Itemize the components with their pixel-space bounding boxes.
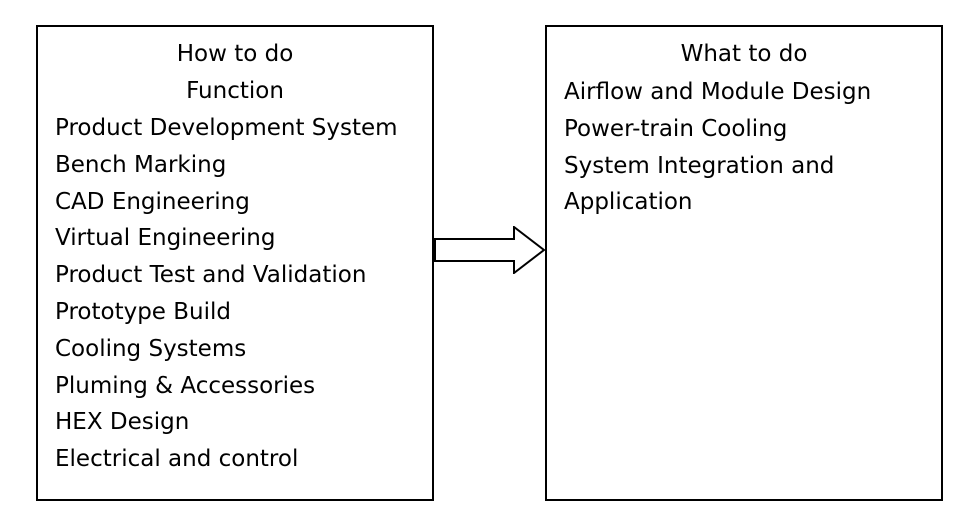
function-item: Product Test and Validation xyxy=(55,262,367,289)
function-item: HEX Design xyxy=(55,409,190,436)
how-to-do-title: How to do xyxy=(176,41,294,67)
function-item: Pluming & Accessories xyxy=(55,372,316,399)
function-item: Bench Marking xyxy=(55,151,227,178)
function-list: Product Development System Bench Marking… xyxy=(55,110,398,478)
function-item: Electrical and control xyxy=(55,446,299,473)
what-list: Airflow and Module Design Power-train Co… xyxy=(564,74,871,221)
function-item: Cooling Systems xyxy=(55,335,247,362)
what-to-do-box: What to do Airflow and Module Design Pow… xyxy=(545,25,943,501)
function-item: Product Development System xyxy=(55,115,398,141)
function-heading: Function xyxy=(186,78,284,104)
how-to-do-box: How to do Function Product Development S… xyxy=(36,25,434,501)
what-item: Airflow and Module Design xyxy=(564,79,872,105)
what-item: Power-train Cooling xyxy=(564,115,788,142)
function-item: Virtual Engineering xyxy=(55,225,276,252)
arrow-shape xyxy=(434,226,546,274)
what-item: System Integration and xyxy=(564,152,835,179)
what-item: Application xyxy=(564,189,693,216)
function-item: Prototype Build xyxy=(55,298,232,325)
right-arrow-icon xyxy=(434,226,546,274)
what-to-do-title: What to do xyxy=(680,41,808,67)
function-item: CAD Engineering xyxy=(55,188,250,215)
